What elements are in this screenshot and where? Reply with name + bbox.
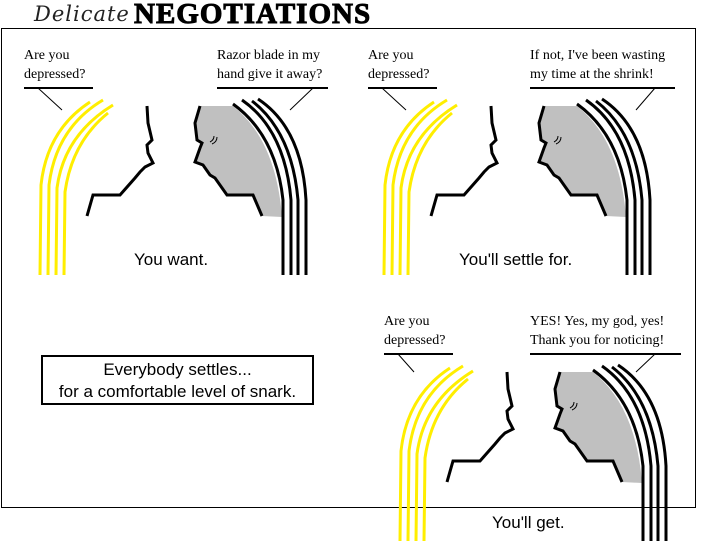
bubble-line: depressed? xyxy=(24,67,86,82)
comic-frame xyxy=(1,28,696,508)
summary-box: Everybody settles... for a comfortable l… xyxy=(41,355,314,405)
bubble-line: YES! Yes, my god, yes! xyxy=(530,314,665,329)
bubble-line: my time at the shrink! xyxy=(530,67,654,82)
bubble-line: depressed? xyxy=(368,67,430,82)
panel-1-caption: You want. xyxy=(134,250,209,269)
panel-3-caption: You'll get. xyxy=(492,513,565,532)
panel-2-figures xyxy=(382,97,652,277)
title-main: NEGOTIATIONS xyxy=(133,0,372,31)
panel-3-left-bubble: Are you depressed? xyxy=(384,312,445,350)
panel-1-left-bubble: Are you depressed? xyxy=(24,46,85,84)
bubble-line: hand give it away? xyxy=(217,67,323,82)
bubble-line: Are you xyxy=(384,314,430,329)
bubble-line: If not, I've been wasting xyxy=(530,48,666,63)
panel-1-right-bubble: Razor blade in my hand give it away? xyxy=(217,46,322,84)
summary-line: Everybody settles... xyxy=(103,360,252,379)
bubble-line: depressed? xyxy=(384,333,446,348)
bubble-line: Thank you for noticing! xyxy=(530,333,665,348)
bubble-line: Are you xyxy=(368,48,414,63)
bubble-line: Razor blade in my xyxy=(217,48,321,63)
bubble-lines xyxy=(24,87,681,373)
panel-1-figures xyxy=(38,97,308,277)
summary-line: for a comfortable level of snark. xyxy=(58,382,297,401)
panel-2-caption: You'll settle for. xyxy=(459,250,573,269)
panel-2-right-bubble: If not, I've been wasting my time at the… xyxy=(530,46,665,84)
panel-2-left-bubble: Are you depressed? xyxy=(368,46,429,84)
bubble-line: Are you xyxy=(24,48,70,63)
panel-3-right-bubble: YES! Yes, my god, yes! Thank you for not… xyxy=(530,312,664,350)
title-script: Delicate xyxy=(34,2,130,26)
